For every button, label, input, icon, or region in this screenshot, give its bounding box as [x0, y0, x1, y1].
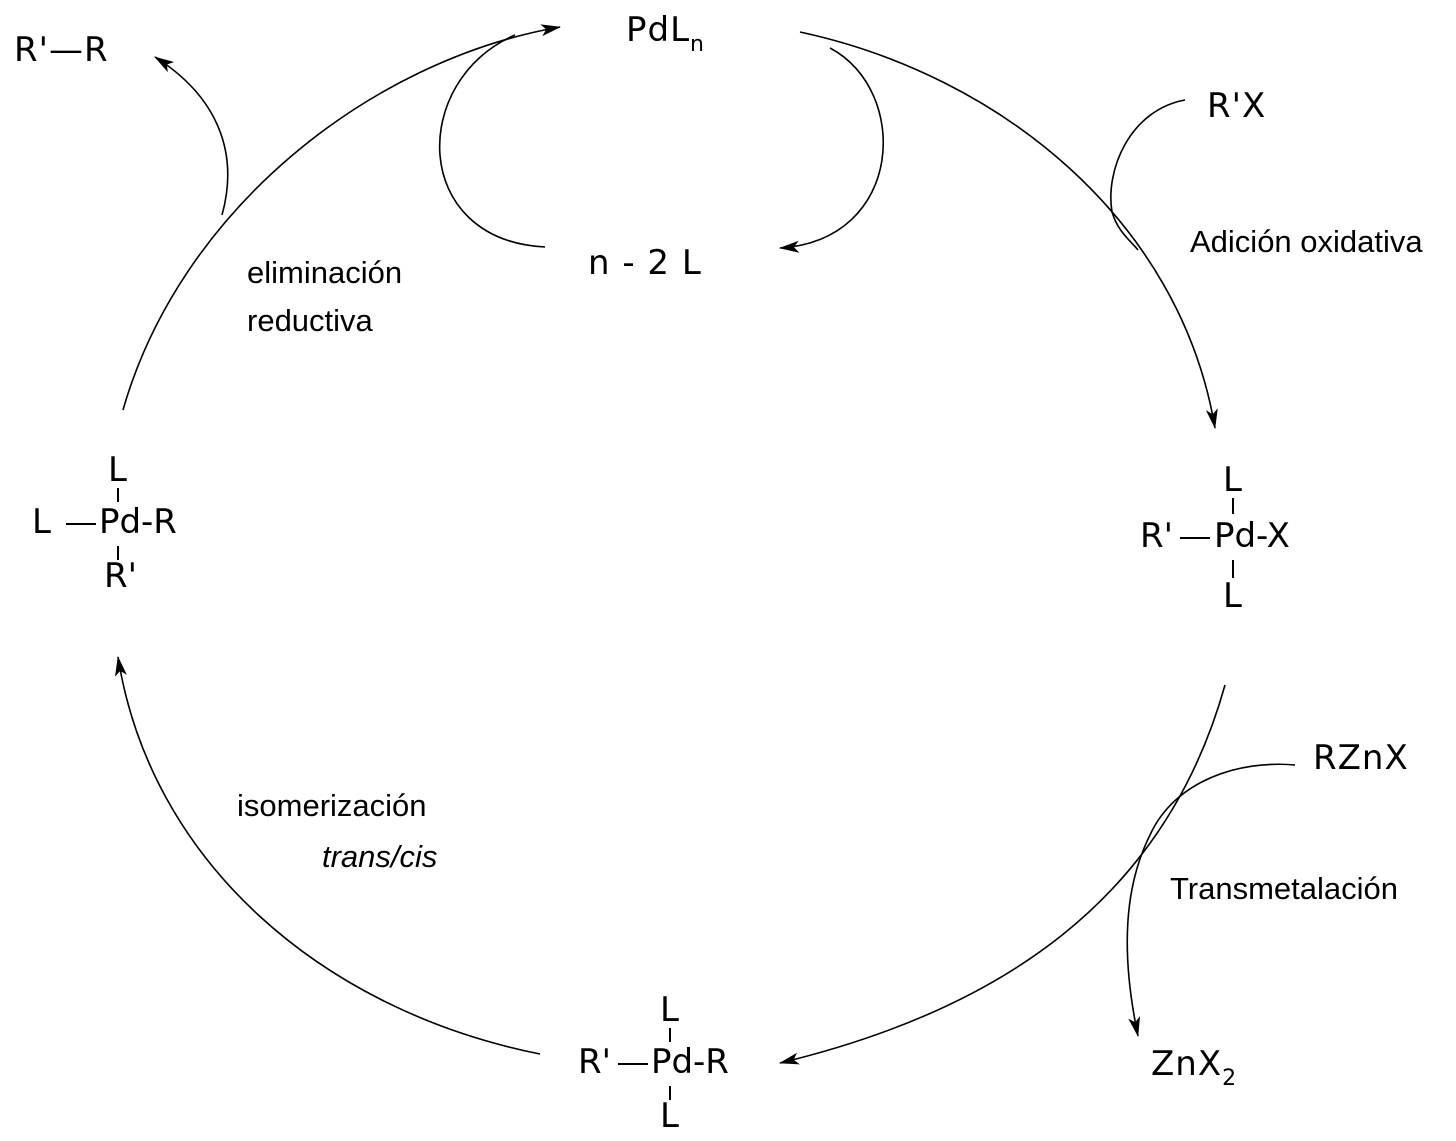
- complex-trans-halide: L R' Pd -X L: [1140, 460, 1310, 630]
- complex-trans-halide-right-group: -X: [1256, 516, 1290, 556]
- arrow-isomerization: [115, 656, 541, 1055]
- step-isomerization-line1: isomerización: [237, 788, 427, 823]
- aryl-halide-label: R'X: [1207, 86, 1267, 126]
- step-transmetalation: Transmetalación: [1170, 871, 1399, 906]
- complex-trans-alkyl: L R' Pd -R L: [578, 990, 758, 1140]
- bond-vertical-bottom: [117, 546, 119, 560]
- bond-horizontal-left: [618, 1063, 648, 1065]
- bond-vertical-bottom: [1232, 560, 1234, 578]
- complex-cis-alkyl: L L Pd -R R': [32, 450, 202, 620]
- bond-vertical-bottom: [669, 1086, 671, 1100]
- arrow-product-out: [154, 56, 229, 216]
- step-reductive-elimination-line1: eliminación: [247, 255, 403, 290]
- product-label: R'—R: [14, 30, 109, 70]
- arrow-reductive-elimination: [122, 24, 561, 411]
- byproduct-label: ZnX2: [1151, 1044, 1237, 1091]
- complex-trans-halide-left-group: R': [1140, 516, 1173, 556]
- complex-trans-alkyl-top-ligand: L: [660, 990, 679, 1030]
- complex-cis-alkyl-right-group: -R: [141, 502, 177, 542]
- complex-cis-alkyl-left-ligand: L: [32, 502, 51, 542]
- arrow-transmetalation: [779, 684, 1226, 1065]
- complex-trans-alkyl-right-group: -R: [693, 1042, 729, 1082]
- catalyst-text: PdL: [626, 10, 691, 50]
- ligand-loss-label: n - 2 L: [588, 243, 702, 283]
- bond-vertical-top: [669, 1028, 671, 1042]
- complex-trans-alkyl-metal: Pd: [651, 1042, 694, 1082]
- complex-trans-alkyl-left-group: R': [578, 1042, 611, 1082]
- bond-horizontal-left: [1180, 537, 1210, 539]
- arrow-ligand-return: [438, 34, 546, 248]
- arrow-aryl-halide-in: [1110, 99, 1186, 251]
- complex-cis-alkyl-metal: Pd: [99, 502, 142, 542]
- complex-cis-alkyl-top-ligand: L: [108, 450, 127, 490]
- bond-vertical-top: [1232, 498, 1234, 514]
- arrow-organozinc-in: [1126, 763, 1296, 1037]
- complex-trans-halide-metal: Pd: [1214, 516, 1257, 556]
- complex-trans-alkyl-bottom-ligand: L: [660, 1096, 679, 1136]
- arrow-ligand-loss: [779, 47, 884, 253]
- step-oxidative-addition: Adición oxidativa: [1190, 224, 1423, 259]
- bond-horizontal-left: [66, 523, 96, 525]
- organozinc-label: RZnX: [1313, 738, 1409, 778]
- arrow-oxidative-addition: [799, 31, 1218, 429]
- byproduct-subscript: 2: [1222, 1066, 1238, 1091]
- step-reductive-elimination-line2: reductiva: [247, 303, 373, 338]
- complex-cis-alkyl-bottom-group: R': [104, 556, 137, 596]
- complex-trans-halide-top-ligand: L: [1223, 460, 1242, 500]
- bond-vertical-top: [117, 488, 119, 502]
- byproduct-text: ZnX: [1151, 1044, 1223, 1084]
- catalyst-subscript: n: [690, 32, 705, 57]
- step-isomerization-line2: trans/cis: [322, 839, 438, 874]
- catalyst-label: PdLn: [626, 10, 705, 57]
- complex-trans-halide-bottom-ligand: L: [1223, 576, 1242, 616]
